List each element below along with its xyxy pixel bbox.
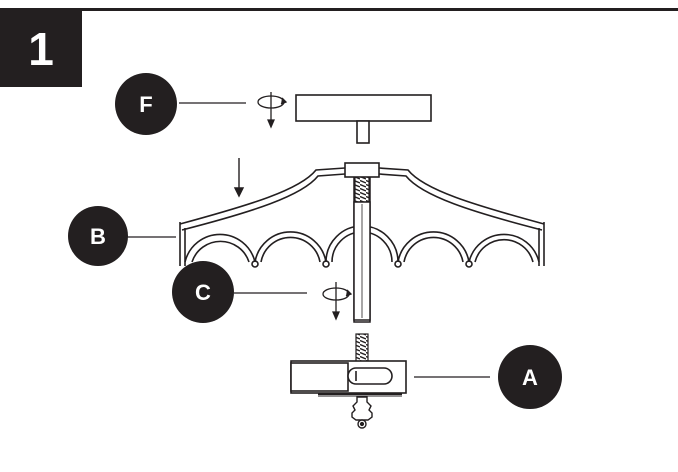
callout-a: A <box>498 345 562 409</box>
top-rule <box>0 8 678 11</box>
callout-f-label: F <box>139 92 152 117</box>
finial <box>351 396 373 429</box>
callout-c-label: C <box>195 280 211 305</box>
callout-a-label: A <box>522 365 538 390</box>
callout-c: C <box>172 261 234 323</box>
leader-lines <box>126 102 490 378</box>
mounting-bracket-part-a <box>290 360 407 397</box>
rotate-arrow-icon-f <box>257 92 288 129</box>
center-rod-front <box>353 201 371 321</box>
callout-b-label: B <box>90 224 106 249</box>
lower-thread <box>355 333 369 363</box>
rotate-arrow-icon-c <box>322 282 353 321</box>
down-arrow <box>233 158 245 198</box>
callout-f: F <box>115 73 177 135</box>
step-number-badge: 1 <box>0 11 82 87</box>
callout-b: B <box>68 206 128 266</box>
canopy-part-f <box>295 94 432 144</box>
